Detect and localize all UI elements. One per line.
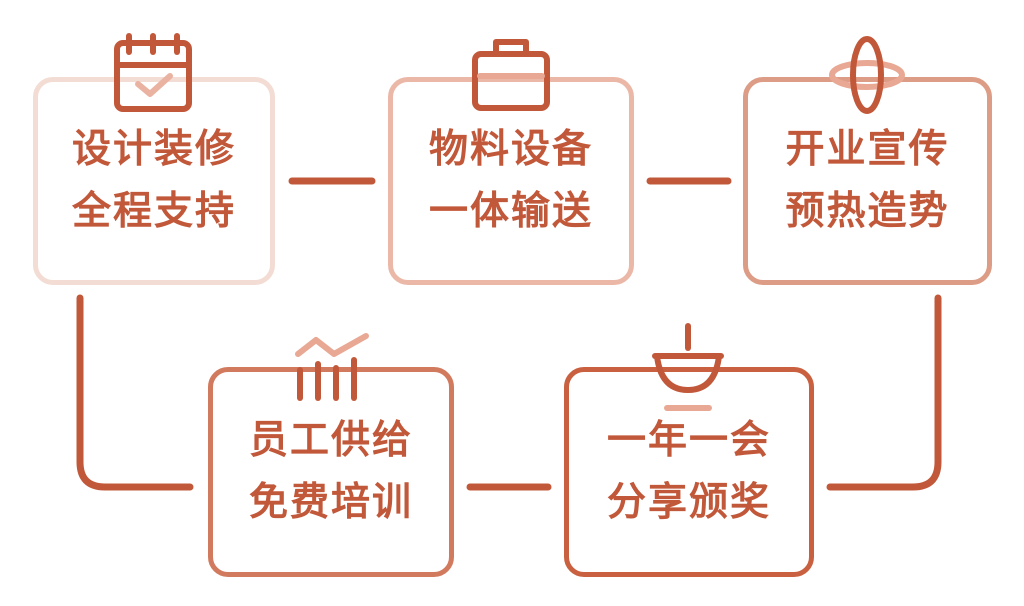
- step-title: 设计装修: [71, 127, 236, 172]
- briefcase-icon: [472, 39, 550, 111]
- connector-1-4: [76, 294, 194, 491]
- calendar-check-icon: [114, 33, 192, 112]
- growth-chart-icon: [295, 333, 369, 401]
- step-subtitle: 预热造势: [785, 189, 950, 234]
- step-subtitle: 全程支持: [71, 189, 236, 234]
- planet-ring-icon: [829, 36, 905, 114]
- step-subtitle: 一体输送: [428, 189, 593, 234]
- step-box-annual-meeting: 一年一会 分享颁奖: [564, 367, 814, 577]
- step-subtitle: 分享颁奖: [606, 480, 771, 525]
- award-bowl-icon: [652, 323, 724, 411]
- step-box-materials: 物料设备 一体输送: [388, 77, 634, 285]
- step-title: 一年一会: [606, 418, 771, 463]
- step-box-training: 员工供给 免费培训: [208, 367, 454, 577]
- step-title: 员工供给: [248, 418, 413, 463]
- step-title: 物料设备: [428, 127, 593, 172]
- connector-3-5: [826, 294, 942, 491]
- step-subtitle: 免费培训: [248, 480, 413, 525]
- step-title: 开业宣传: [785, 127, 950, 172]
